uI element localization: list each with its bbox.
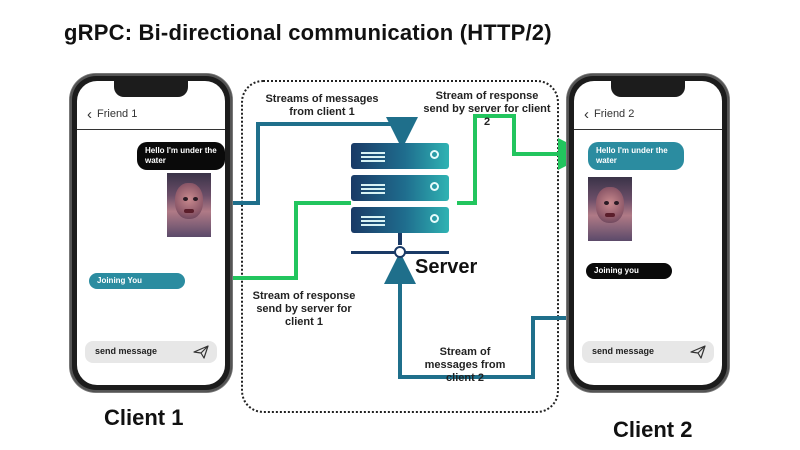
- page-title: gRPC: Bi-directional communication (HTTP…: [64, 20, 552, 45]
- message-input-placeholder: send message: [592, 346, 655, 356]
- server-label: Server: [415, 256, 478, 278]
- photo-message: [167, 173, 211, 237]
- caption-server-to-client2: Stream of response send by server for cl…: [423, 90, 551, 128]
- caption-server-to-client1: Stream of response send by server for cl…: [252, 290, 356, 328]
- received-message-bubble: Hello I'm under the water: [137, 142, 225, 170]
- phone-notch: [611, 81, 685, 97]
- caption-client2-to-server: Stream of messages from client 2: [424, 346, 506, 384]
- stream-server-to-client2: [457, 114, 590, 205]
- phone-screen: ‹ Friend 2 Hello I'm under the water Joi…: [574, 81, 722, 385]
- send-icon[interactable]: [690, 344, 706, 360]
- chat-header: ‹ Friend 2: [574, 103, 722, 130]
- received-message-bubble: Hello I'm under the water: [588, 142, 684, 170]
- phone-screen: ‹ Friend 1 Hello I'm under the water Joi…: [77, 81, 225, 385]
- friend-name: Friend 1: [97, 108, 138, 120]
- message-input[interactable]: send message: [582, 341, 714, 363]
- phone-client1: ‹ Friend 1 Hello I'm under the water Joi…: [70, 74, 232, 392]
- caption-client1-to-server: Streams of messages from client 1: [265, 93, 379, 118]
- client1-label: Client 1: [104, 405, 184, 430]
- server-unit: [351, 143, 449, 169]
- server-unit: [351, 175, 449, 201]
- photo-message: [588, 177, 632, 241]
- phone-notch: [114, 81, 188, 97]
- send-icon[interactable]: [193, 344, 209, 360]
- stream-client1-to-server: [212, 117, 418, 205]
- back-chevron-icon[interactable]: ‹: [87, 106, 92, 123]
- friend-name: Friend 2: [594, 108, 635, 120]
- stream-server-to-client1: [176, 201, 351, 294]
- message-input[interactable]: send message: [85, 341, 217, 363]
- server-node: [394, 246, 406, 258]
- sent-message-bubble: Joining You: [89, 273, 185, 289]
- back-chevron-icon[interactable]: ‹: [584, 106, 589, 123]
- message-input-placeholder: send message: [95, 346, 158, 356]
- sent-message-bubble: Joining you: [586, 263, 672, 279]
- server-stem: [398, 233, 402, 245]
- server-boundary: [241, 80, 559, 413]
- server-unit: [351, 207, 449, 233]
- server-icon: [351, 143, 449, 263]
- client2-label: Client 2: [613, 417, 693, 442]
- chat-header: ‹ Friend 1: [77, 103, 225, 130]
- phone-client2: ‹ Friend 2 Hello I'm under the water Joi…: [567, 74, 729, 392]
